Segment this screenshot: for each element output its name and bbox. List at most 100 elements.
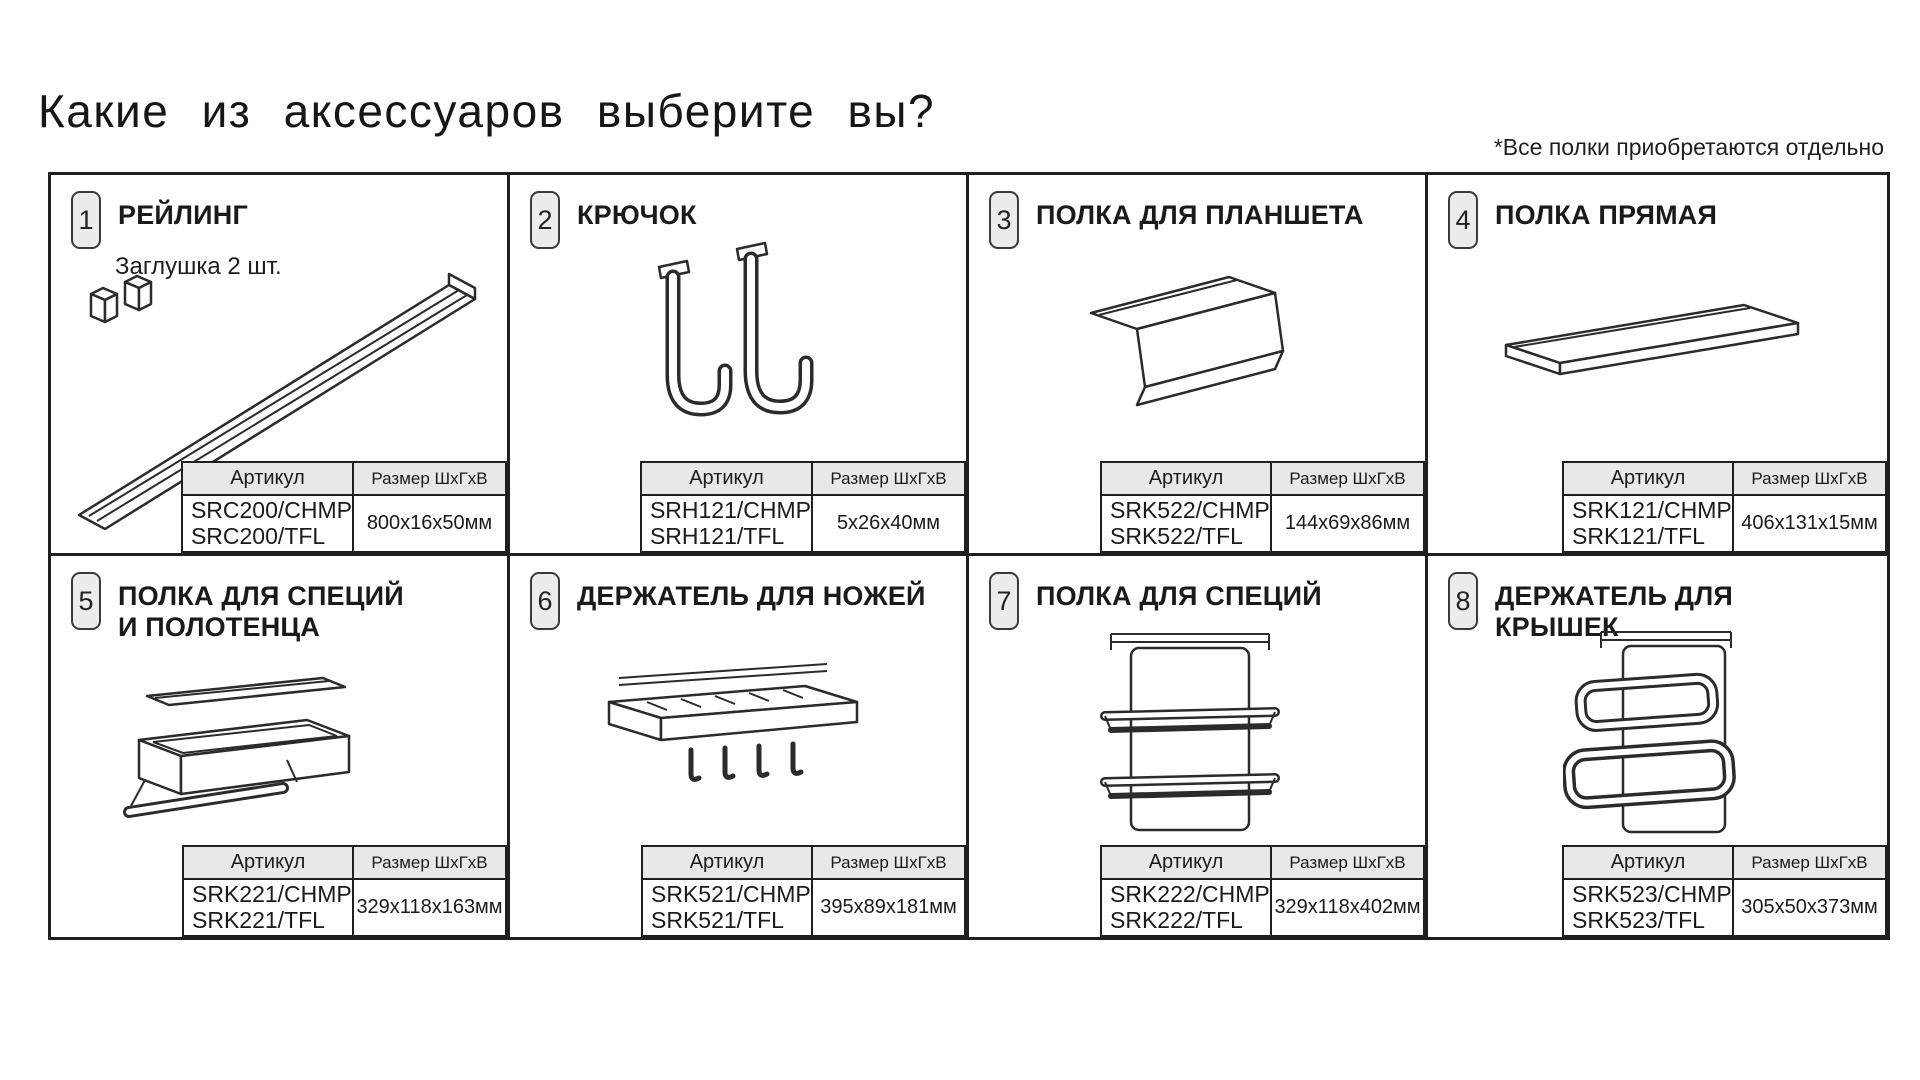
spec-header-size: Размер ШхГхВ [352, 845, 507, 880]
item-title: ДЕРЖАТЕЛЬ ДЛЯ КРЫШЕК [1495, 581, 1733, 642]
article-code-chmp: SRK521/CHMP [651, 880, 811, 907]
item-title: ДЕРЖАТЕЛЬ ДЛЯ НОЖЕЙ [577, 581, 926, 611]
item-number: 3 [996, 204, 1012, 235]
item-number-badge: 3 [989, 191, 1019, 249]
cell-header: 7 ПОЛКА ДЛЯ СПЕЦИЙ [969, 556, 1425, 630]
item-number-badge: 5 [71, 572, 101, 630]
article-codes: SRK121/CHMP SRK121/TFL [1562, 494, 1734, 553]
page-title: Какие из аксессуаров выберите вы? [38, 85, 936, 137]
article-code-tfl: SRK222/TFL [1110, 906, 1243, 933]
spec-header-article: Артикул [1100, 461, 1272, 496]
spec-header-size: Размер ШхГхВ [1270, 845, 1425, 880]
item-number-badge: 2 [530, 191, 560, 249]
size-value: 329х118х402мм [1270, 878, 1425, 937]
spec-header-article: Артикул [1562, 845, 1734, 880]
article-codes: SRK523/CHMP SRK523/TFL [1562, 878, 1734, 937]
spec-header-size: Размер ШхГхВ [1270, 461, 1425, 496]
accessory-cell-5-spice-towel-shelf: 5 ПОЛКА ДЛЯ СПЕЦИЙ И ПОЛОТЕНЦА Артикул Р… [51, 556, 510, 937]
item-title: КРЮЧОК [577, 200, 697, 230]
cell-header: 6 ДЕРЖАТЕЛЬ ДЛЯ НОЖЕЙ [510, 556, 966, 630]
spec-header-article: Артикул [639, 461, 814, 496]
article-code-chmp: SRH121/CHMP [649, 496, 811, 523]
item-title: ПОЛКА ПРЯМАЯ [1495, 200, 1718, 230]
item-number: 5 [78, 585, 94, 616]
spec-header-size: Размер ШхГхВ [352, 461, 507, 496]
size-value: 305х50х373мм [1732, 878, 1887, 937]
article-code-tfl: SRH121/TFL [649, 522, 785, 549]
spec-header-article: Артикул [180, 461, 355, 496]
spec-header-article: Артикул [182, 845, 354, 880]
item-title: ПОЛКА ДЛЯ СПЕЦИЙ И ПОЛОТЕНЦА [118, 581, 404, 642]
article-code-chmp: SRK523/CHMP [1572, 880, 1732, 907]
spec-header-size: Размер ШхГхВ [811, 845, 966, 880]
item-number-badge: 8 [1448, 572, 1478, 630]
article-codes: SRK521/CHMP SRK521/TFL [641, 878, 813, 937]
article-code-chmp: SRK522/CHMP [1110, 496, 1270, 523]
accessory-cell-2-hook: 2 КРЮЧОК Артикул Размер ШхГхВ SRH121 [510, 175, 969, 556]
hook-illustration [657, 241, 814, 417]
item-number-badge: 4 [1448, 191, 1478, 249]
spec-table: Артикул Размер ШхГхВ SRK521/CHMP SRK521/… [641, 845, 966, 937]
lid-holder-illustration [1563, 631, 1736, 834]
article-code-chmp: SRK121/CHMP [1572, 496, 1732, 523]
item-number: 4 [1455, 204, 1471, 235]
spec-header-size: Размер ШхГхВ [1732, 845, 1887, 880]
size-value: 406х131х15мм [1732, 494, 1887, 553]
spec-table: Артикул Размер ШхГхВ SRK222/CHMP SRK222/… [1100, 845, 1425, 937]
article-codes: SRC200/CHMP SRC200/TFL [180, 494, 355, 553]
spec-table: Артикул Размер ШхГхВ SRK221/CHMP SRK221/… [182, 845, 507, 937]
spice-shelf-illustration [1100, 633, 1280, 832]
article-code-chmp: SRC200/CHMP [190, 496, 352, 523]
size-value: 395х89х181мм [811, 878, 966, 937]
spec-header-article: Артикул [641, 845, 813, 880]
article-code-tfl: SRK221/TFL [192, 906, 325, 933]
article-code-tfl: SRC200/TFL [190, 522, 326, 549]
item-number: 7 [996, 585, 1012, 616]
shelves-sold-separately-note: *Все полки приобретаются отдельно [1493, 134, 1884, 160]
spec-header-size: Размер ШхГхВ [811, 461, 966, 496]
article-codes: SRH121/CHMP SRH121/TFL [639, 494, 814, 553]
size-value: 329х118х163мм [352, 878, 507, 937]
item-title: РЕЙЛИНГ [118, 200, 248, 230]
spec-table: Артикул Размер ШхГхВ SRK522/CHMP SRK522/… [1100, 461, 1425, 553]
item-number: 6 [537, 585, 553, 616]
cell-header: 5 ПОЛКА ДЛЯ СПЕЦИЙ И ПОЛОТЕНЦА [51, 556, 507, 643]
article-code-tfl: SRK522/TFL [1110, 522, 1243, 549]
accessory-cell-3-tablet-shelf: 3 ПОЛКА ДЛЯ ПЛАНШЕТА Артикул Размер ШхГх… [969, 175, 1428, 556]
article-code-tfl: SRK523/TFL [1572, 906, 1705, 933]
item-title: ПОЛКА ДЛЯ СПЕЦИЙ [1036, 581, 1322, 611]
item-number-badge: 7 [989, 572, 1019, 630]
item-number: 1 [78, 204, 94, 235]
accessory-cell-1-railing: 1 РЕЙЛИНГ Заглушка 2 шт. Артикул Разм [51, 175, 510, 556]
accessory-cell-7-spice-shelf: 7 ПОЛКА ДЛЯ СПЕЦИЙ Артикул Размер ШхГхВ … [969, 556, 1428, 937]
item-title: ПОЛКА ДЛЯ ПЛАНШЕТА [1036, 200, 1364, 230]
item-subtitle: Заглушка 2 шт. [115, 253, 282, 280]
size-value: 144х69х86мм [1270, 494, 1425, 553]
size-value: 5х26х40мм [811, 494, 966, 553]
article-codes: SRK522/CHMP SRK522/TFL [1100, 494, 1272, 553]
size-value: 800х16х50мм [352, 494, 507, 553]
rail-illustration [77, 272, 477, 530]
spec-header-article: Артикул [1562, 461, 1734, 496]
spec-table: Артикул Размер ШхГхВ SRC200/CHMP SRC200/… [180, 461, 507, 553]
cell-header: 8 ДЕРЖАТЕЛЬ ДЛЯ КРЫШЕК [1428, 556, 1887, 643]
article-code-tfl: SRK521/TFL [651, 906, 784, 933]
spec-table: Артикул Размер ШхГхВ SRH121/CHMP SRH121/… [639, 461, 966, 553]
item-number: 2 [537, 204, 553, 235]
article-code-chmp: SRK221/CHMP [192, 880, 352, 907]
accessory-cell-4-straight-shelf: 4 ПОЛКА ПРЯМАЯ Артикул Размер ШхГхВ SRK1… [1428, 175, 1887, 556]
straight-shelf-illustration [1504, 303, 1800, 376]
accessory-cell-6-knife-holder: 6 ДЕРЖАТЕЛЬ ДЛЯ НОЖЕЙ Артикул Размер ШхГ… [510, 556, 969, 937]
spec-table: Артикул Размер ШхГхВ SRK523/CHMP SRK523/… [1562, 845, 1887, 937]
spec-header-size: Размер ШхГхВ [1732, 461, 1887, 496]
item-number: 8 [1455, 585, 1471, 616]
spec-table: Артикул Размер ШхГхВ SRK121/CHMP SRK121/… [1562, 461, 1887, 553]
item-number-badge: 1 [71, 191, 101, 249]
cell-header: 4 ПОЛКА ПРЯМАЯ [1428, 175, 1887, 249]
tablet-shelf-illustration [1089, 275, 1285, 407]
article-codes: SRK222/CHMP SRK222/TFL [1100, 878, 1272, 937]
cell-header: 3 ПОЛКА ДЛЯ ПЛАНШЕТА [969, 175, 1425, 249]
cell-header: 1 РЕЙЛИНГ [51, 175, 507, 249]
article-code-tfl: SRK121/TFL [1572, 522, 1705, 549]
item-number-badge: 6 [530, 572, 560, 630]
